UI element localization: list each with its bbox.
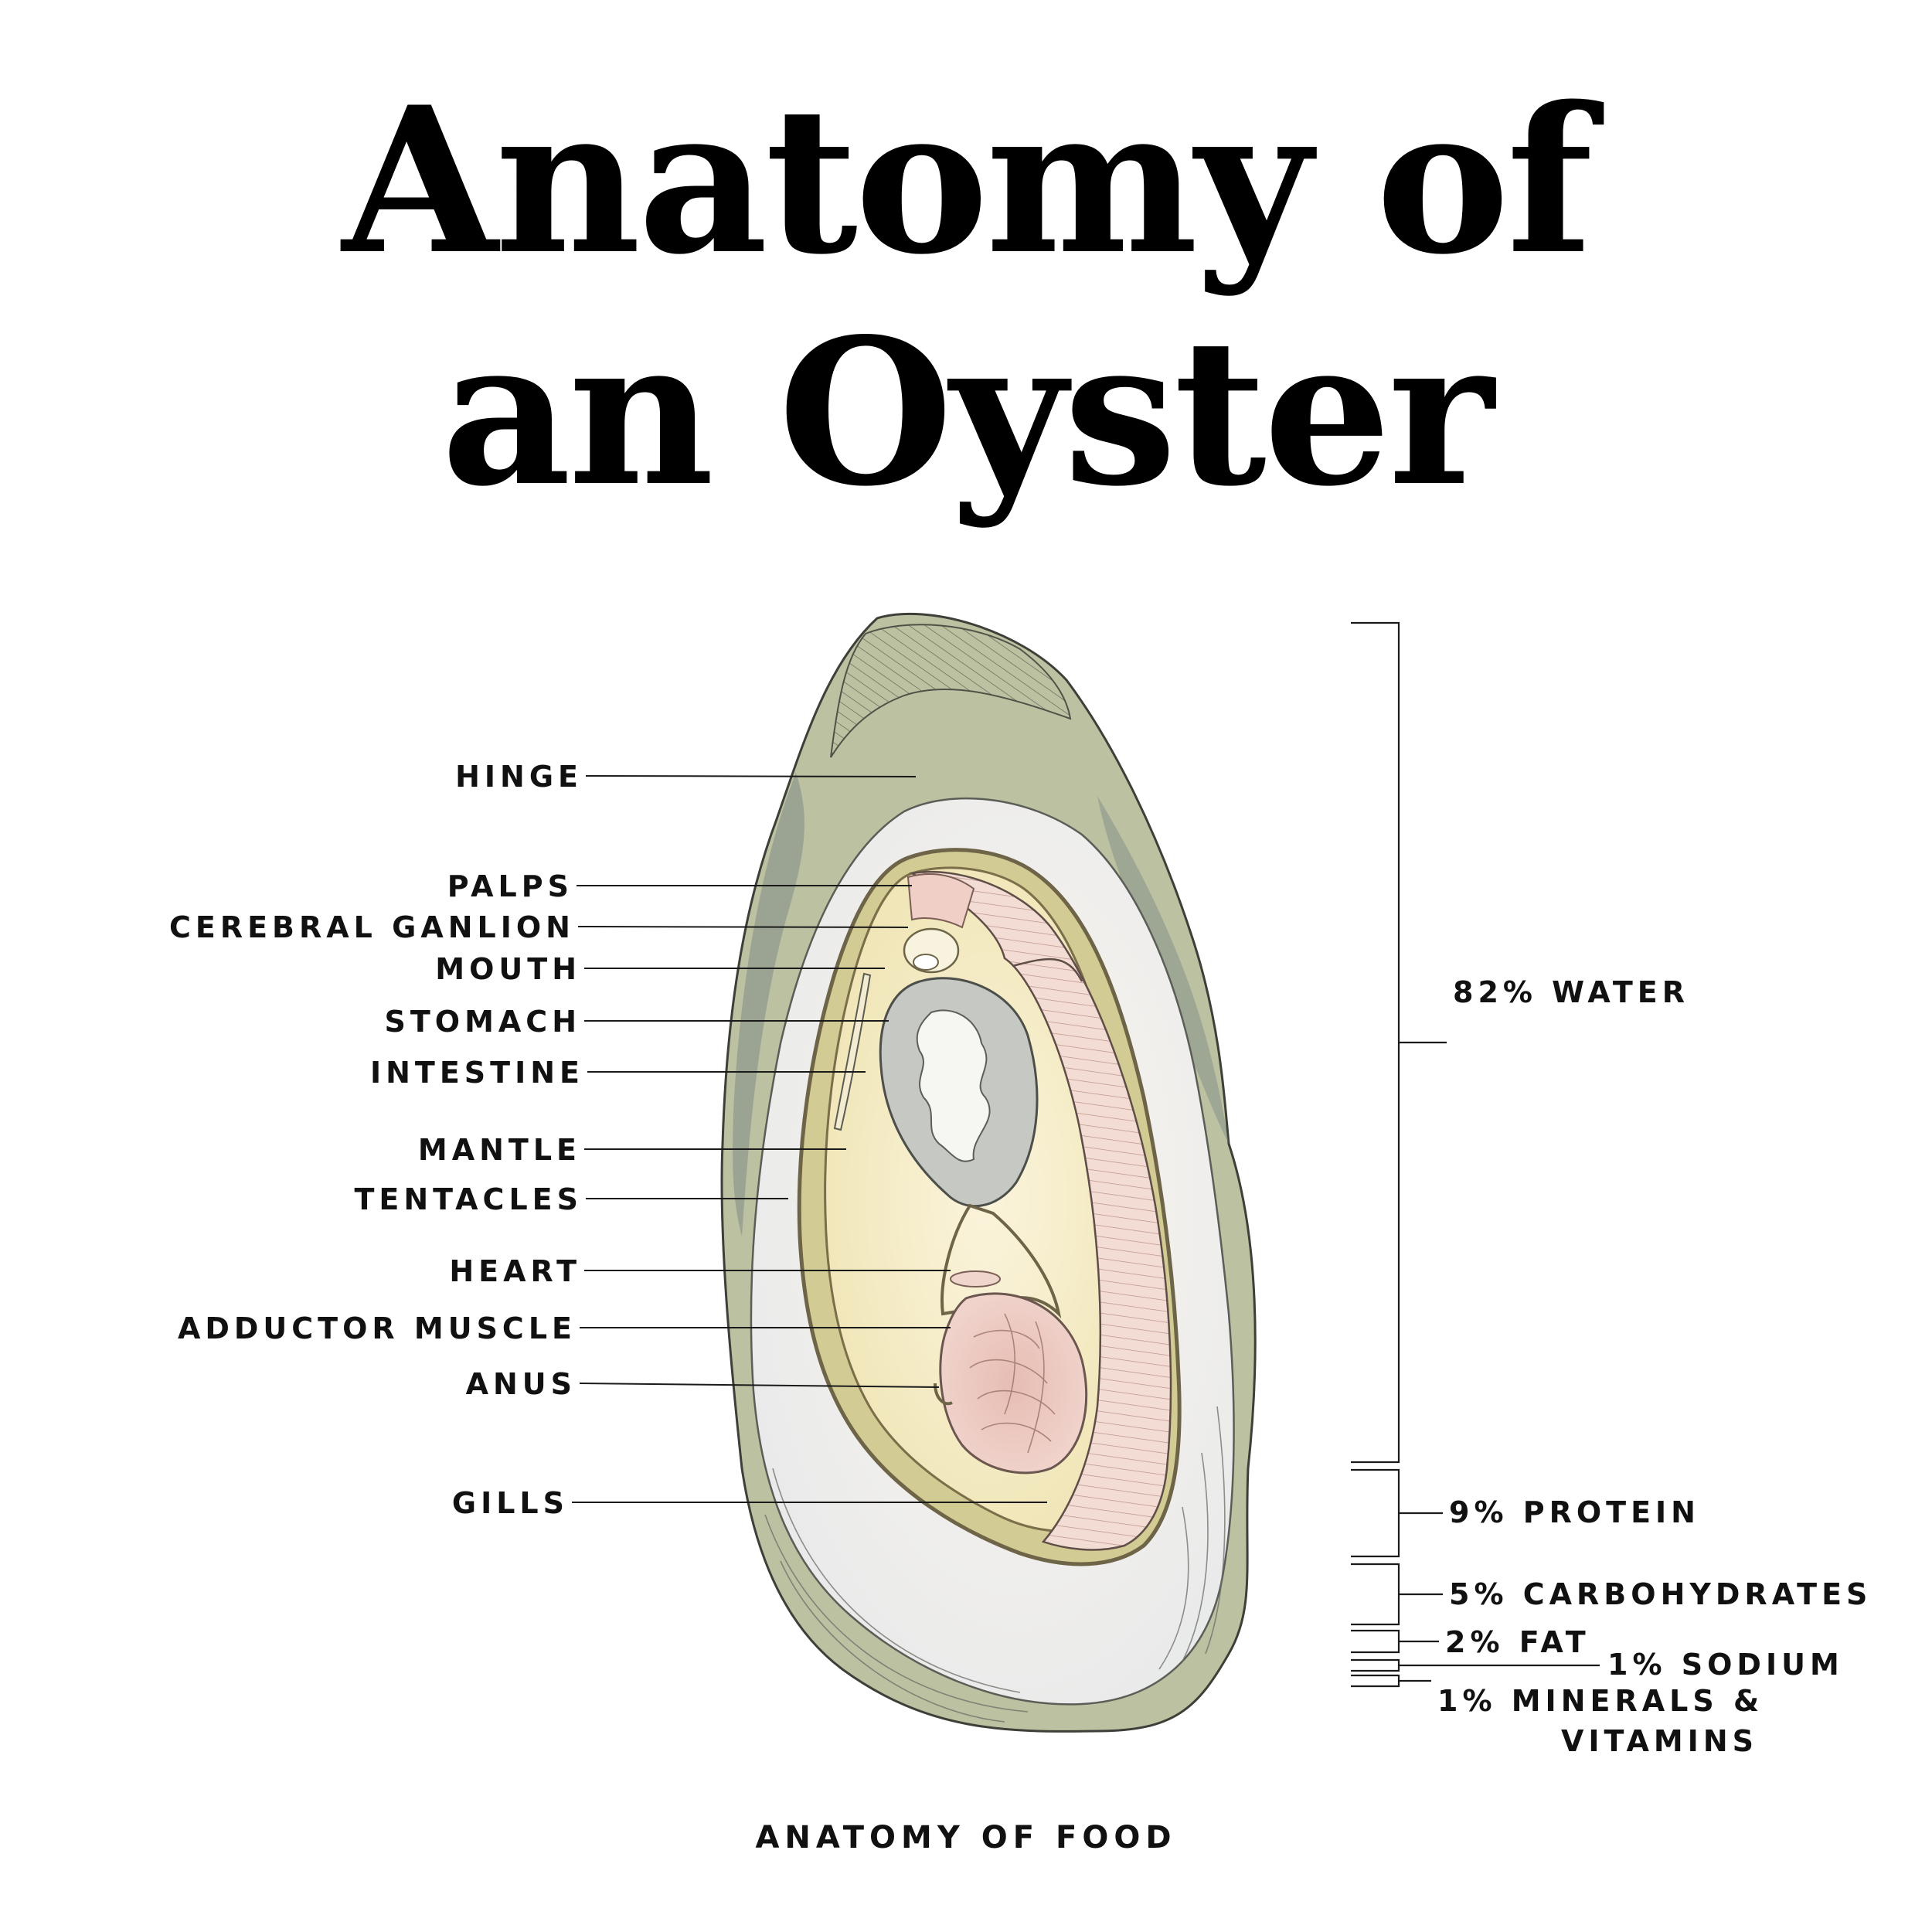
composition-label-protein: 9% PROTEIN	[1449, 1495, 1700, 1529]
heart-loop	[940, 1203, 1062, 1319]
shell-top-ridge	[830, 624, 1072, 758]
composition-label-water: 82% WATER	[1453, 975, 1689, 1009]
label-mouth: MOUTH	[435, 952, 581, 986]
mouth-shape	[913, 954, 939, 971]
composition-label-minerals: 1% MINERALS &	[1437, 1684, 1764, 1718]
page-title-line-2: an Oyster	[440, 295, 1494, 531]
label-mantle: MANTLE	[418, 1133, 581, 1167]
bracket-minerals	[1351, 1674, 1431, 1688]
label-gills: GILLS	[452, 1486, 569, 1520]
composition-brackets	[1351, 621, 1600, 1688]
gills-fold	[1012, 957, 1083, 982]
label-anus: ANUS	[466, 1367, 577, 1401]
shell-edge-shadow	[733, 773, 804, 1236]
stomach-lumen	[916, 1009, 991, 1162]
footer-credit: ANATOMY OF FOOD	[755, 1820, 1177, 1855]
label-heart: HEART	[449, 1254, 581, 1288]
part-labels: HINGE PALPS CEREBRAL GANLION MOUTH STOMACH IN…	[169, 760, 584, 1520]
bracket-water	[1351, 621, 1447, 1464]
page-title-line-1: Anatomy of	[342, 63, 1594, 299]
bracket-carbohydrates	[1351, 1563, 1443, 1626]
label-intestine: INTESTINE	[370, 1056, 584, 1090]
label-palps: PALPS	[447, 869, 573, 903]
label-stomach: STOMACH	[384, 1005, 581, 1039]
composition-label-fat: 2% FAT	[1445, 1625, 1590, 1659]
leader-anus	[579, 1383, 940, 1388]
leader-hinge	[585, 775, 917, 777]
gills-band	[909, 870, 1172, 1551]
intestine-shape	[833, 972, 872, 1131]
composition-label-carbohydrates: 5% CARBOHYDRATES	[1449, 1577, 1872, 1611]
label-tentacles: TENTACLES	[355, 1182, 583, 1216]
bracket-fat	[1351, 1629, 1439, 1654]
label-hinge: HINGE	[455, 760, 583, 794]
composition-labels: 82% WATER 9% PROTEIN 5% CARBOHYDRATES 2% FA…	[1437, 975, 1872, 1758]
growth-lines	[764, 1406, 1226, 1723]
bracket-protein	[1351, 1468, 1443, 1558]
heart-shape	[950, 1270, 1001, 1287]
label-adductor-muscle: ADDUCTOR MUSCLE	[178, 1311, 577, 1345]
adductor-texture	[969, 1313, 1056, 1454]
composition-label-sodium: 1% SODIUM	[1607, 1648, 1844, 1682]
part-leader-lines	[572, 775, 1047, 1503]
composition-label-minerals-line2: VITAMINS	[1561, 1724, 1758, 1758]
label-cerebral-ganlion: CEREBRAL GANLION	[169, 910, 575, 944]
palps-shape	[906, 872, 975, 929]
bracket-sodium	[1351, 1658, 1600, 1672]
